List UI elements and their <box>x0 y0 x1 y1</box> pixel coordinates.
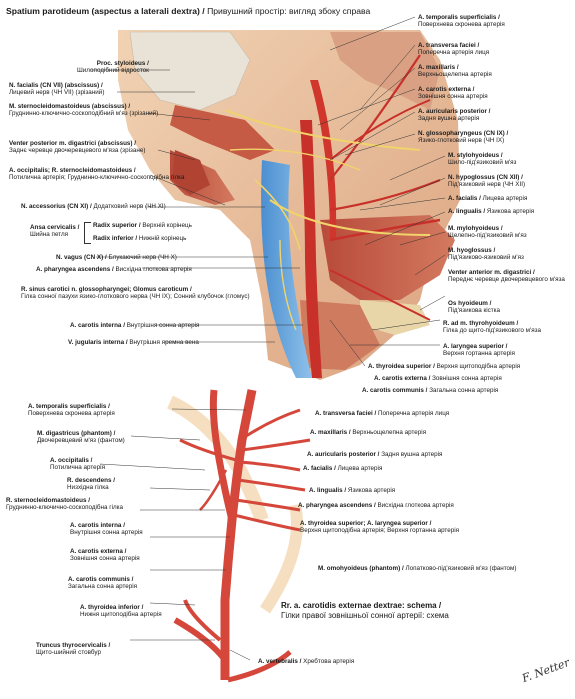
label-venter-anterior: Venter anterior m. digastrici /Переднє ч… <box>448 269 565 284</box>
title-latin: Spatium parotideum (aspectus a laterali … <box>6 6 205 16</box>
label-a-carotis-interna-bottom: A. carotis interna /Внутрішня сонна арте… <box>70 522 143 537</box>
label-a-maxillaris-top: A. maxillaris /Верхньощелепна артерія <box>418 64 492 79</box>
label-radix-inferior: Radix inferior / Нижній корінець <box>93 235 187 242</box>
label-n-glossopharyngeus: N. glossopharyngeus (CN IX) /Язико-глотк… <box>418 130 509 145</box>
label-a-transversa-faciei-top: A. transversa faciei /Поперечна артерія … <box>418 42 490 57</box>
label-a-carotis-communis-top: A. carotis communis / Загальна сонна арт… <box>362 387 499 394</box>
label-n-hypoglossus: N. hypoglossus (CN XII) /Під'язиковий не… <box>448 174 526 189</box>
label-a-auricularis-posterior-bottom: A. auricularis posterior / Задня вушна а… <box>307 451 443 458</box>
label-ansa-cervicalis: Ansa cervicalis /Шийна петля <box>30 224 80 239</box>
label-a-thyroidea-inferior: A. thyroidea inferior /Нижня щитоподібна… <box>80 604 162 619</box>
leader-lines <box>91 16 446 661</box>
label-r-ad-m-thyrohyoideum: R. ad m. thyrohyoideum /Гілка до щито-пі… <box>443 320 542 335</box>
label-a-carotis-externa-top2: A. carotis externa / Зовнішня сонна арте… <box>374 375 502 382</box>
label-m-mylohyoideus: M. mylohyoideus /Щелепно-під'язиковий м'… <box>448 225 527 240</box>
label-a-pharyngea-ascendens-bottom: A. pharyngea ascendens / Висхідна глотко… <box>298 502 454 509</box>
label-r-descendens: R. descendens /Низхідна гілка <box>67 477 115 492</box>
label-a-facialis-bottom: A. facialis / Лицева артерія <box>303 465 383 472</box>
label-m-digastricus-phantom: M. digastricus (phantom) /Двочеревцевий … <box>37 430 125 445</box>
label-a-laryngea-superior-top: A. laryngea superior /Верхня гортанна ар… <box>443 343 515 358</box>
label-a-occipitalis: A. occipitalis; R. sternocleidomastoideu… <box>9 167 185 182</box>
schema-title-ukrainian: Гілки правої зовнішньої сонної артерії: … <box>281 611 449 620</box>
ansa-bracket <box>84 222 91 244</box>
label-r-sternocleidomastoideus-bottom: R. sternocleidomastoideus /Груднинно-клю… <box>6 497 124 512</box>
label-proc-styloideus: Proc. styloideus /Шилоподібний відросток <box>77 60 149 75</box>
label-n-vagus: N. vagus (CN X) / Блукаючий нерв (ЧН X) <box>56 254 177 261</box>
schema-title: Rr. a. carotidis externae dextrae: schem… <box>281 601 449 621</box>
label-m-stylohyoideus: M. stylohyoideus /Шило-під'язиковий м'яз <box>448 152 517 167</box>
schema-title-latin: Rr. a. carotidis externae dextrae: schem… <box>281 601 442 610</box>
parotid-dissection-figure <box>118 30 460 380</box>
label-n-accessorius: N. accessorius (CN XI) / Додатковий нерв… <box>21 203 166 210</box>
label-a-occipitalis-bottom: A. occipitalis /Потилична артерія <box>50 457 105 472</box>
label-a-thyroidea-superior-top: A. thyroidea superior / Верхня щитоподіб… <box>368 363 521 370</box>
label-n-facialis: N. facialis (CN VII) (abscissus) /Лицеви… <box>9 82 105 97</box>
label-os-hyoideum: Os hyoideum /Під'язикова кістка <box>448 300 501 315</box>
label-venter-posterior: Venter posterior m. digastrici (abscissu… <box>9 140 146 155</box>
title-ukrainian: Привушний простір: вигляд збоку справа <box>207 6 371 16</box>
label-a-pharyngea-ascendens-top: A. pharyngea ascendens / Висхідна глотко… <box>36 266 192 273</box>
label-a-carotis-externa-bottom: A. carotis externa /Зовнішня сонна артер… <box>70 548 140 563</box>
label-a-lingualis-top: A. lingualis / Язикова артерія <box>448 208 535 215</box>
label-a-carotis-communis-bottom: A. carotis communis /Загальна сонна арте… <box>68 576 138 591</box>
label-truncus-thyrocervicalis: Truncus thyrocervicalis /Щито-шийний сто… <box>36 642 111 657</box>
label-m-hyoglossus: M. hyoglossus /Під'язиково-язиковий м'яз <box>448 247 524 262</box>
label-a-vertebralis: A. vertebralis / Хребтова артерія <box>258 658 355 665</box>
label-v-jugularis-interna: V. jugularis interna / Внутрішня яремна … <box>68 339 199 346</box>
label-a-temporalis-superficialis-top: A. temporalis superficialis /Поверхнева … <box>418 14 505 29</box>
label-a-facialis-top: A. facialis / Лицева артерія <box>448 195 528 202</box>
label-radix-superior: Radix superior / Верхній корінець <box>93 222 192 229</box>
label-a-lingualis-bottom: A. lingualis / Язикова артерія <box>309 487 396 494</box>
label-a-auricularis-posterior-top: A. auricularis posterior /Задня вушна ар… <box>418 108 491 123</box>
figure-title: Spatium parotideum (aspectus a laterali … <box>6 6 370 16</box>
label-a-thyroidea-superior-bottom: A. thyroidea superior; A. laryngea super… <box>300 520 460 535</box>
label-a-transversa-faciei-bottom: A. transversa faciei / Поперечна артерія… <box>315 410 450 417</box>
label-a-carotis-externa-top1: A. carotis externa /Зовнішня сонна артер… <box>418 86 488 101</box>
carotid-schema-figure <box>166 389 311 683</box>
label-m-omohyoideus-phantom: M. omohyoideus (phantom) / Лопатково-під… <box>318 565 517 572</box>
label-a-temporalis-superficialis-bottom: A. temporalis superficialis /Поверхнева … <box>28 403 115 418</box>
label-a-maxillaris-bottom: A. maxillaris / Верхньощелепна артерія <box>310 429 427 436</box>
label-m-sternocleidomastoideus: M. sternocleidomastoideus (abscissus) /Г… <box>9 103 159 118</box>
label-r-sinus-carotici: R. sinus carotici n. glossopharyngei; Gl… <box>21 286 250 301</box>
label-a-carotis-interna-top: A. carotis interna / Внутрішня сонна арт… <box>70 322 200 329</box>
